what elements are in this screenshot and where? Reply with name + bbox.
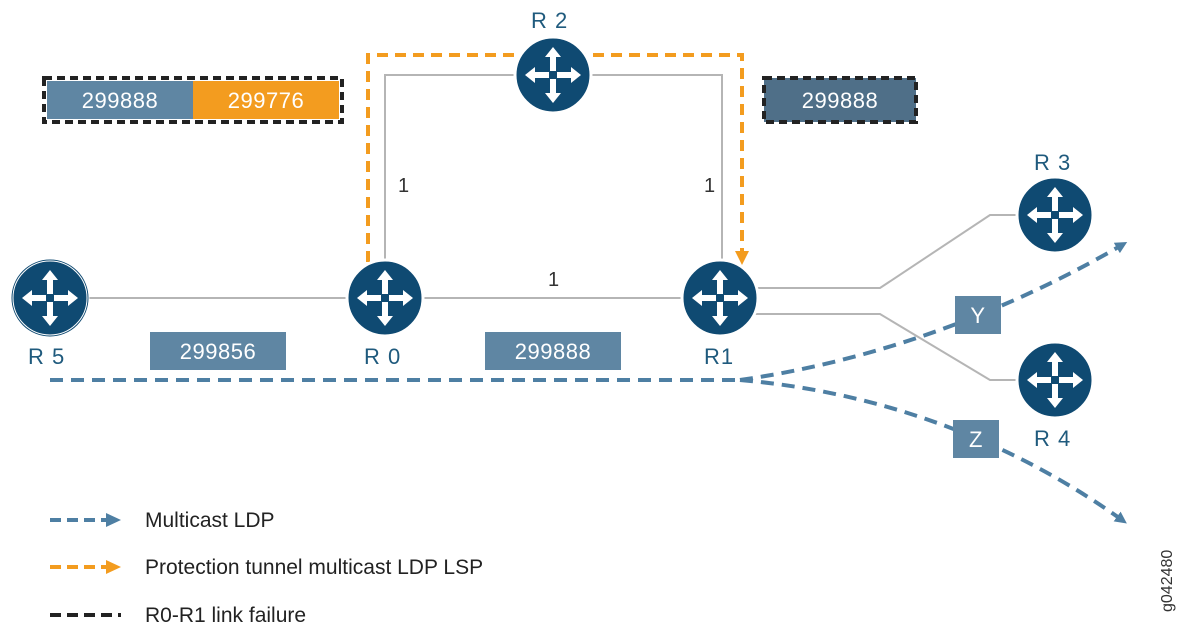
legend-label-link-failure: R0-R1 link failure — [145, 604, 306, 627]
router-label-r3: R 3 — [1034, 150, 1071, 175]
legend: Multicast LDP Protection tunnel multicas… — [50, 509, 483, 627]
router-r4 — [1015, 340, 1095, 420]
label-r2-r1: 299888 — [762, 76, 918, 124]
router-r5 — [10, 258, 90, 338]
router-label-r5: R 5 — [28, 344, 65, 369]
label-r0-r1-text: 299888 — [515, 339, 591, 364]
label-box-stack-outer — [47, 81, 193, 119]
branch-label-z: Z — [953, 420, 999, 458]
label-r0-r1: 299888 — [485, 332, 621, 370]
label-stack-inner-text: 299776 — [228, 88, 304, 113]
legend-item-multicast-ldp: Multicast LDP — [50, 509, 275, 532]
label-r5-r0-text: 299856 — [180, 339, 256, 364]
legend-label-protection-tunnel: Protection tunnel multicast LDP LSP — [145, 556, 483, 579]
link-r1-r3 — [720, 214, 1055, 289]
branch-label-z-text: Z — [969, 427, 983, 452]
cost-r0-r2: 1 — [398, 175, 409, 197]
router-r2 — [513, 35, 593, 115]
label-box-stack-inner — [193, 81, 339, 119]
legend-label-multicast-ldp: Multicast LDP — [145, 509, 275, 532]
legend-item-protection-tunnel: Protection tunnel multicast LDP LSP — [50, 556, 483, 579]
label-r2-r1-text: 299888 — [802, 88, 878, 113]
router-r0 — [345, 258, 425, 338]
dashed-arrow-orange-icon — [50, 560, 121, 574]
figure-id: g042480 — [1159, 550, 1176, 612]
label-stack: 299888 299776 — [42, 76, 344, 124]
branch-label-y: Y — [955, 296, 1001, 334]
router-label-r4: R 4 — [1034, 426, 1071, 451]
legend-item-link-failure: R0-R1 link failure — [50, 604, 306, 627]
router-r3 — [1015, 175, 1095, 255]
label-stack-outer-text: 299888 — [82, 88, 158, 113]
multicast-ldp-paths — [50, 241, 1128, 524]
branch-label-y-text: Y — [970, 303, 985, 328]
router-label-r2: R 2 — [531, 8, 568, 33]
router-r1 — [680, 258, 760, 338]
label-r5-r0: 299856 — [150, 332, 286, 370]
cost-r0-r1: 1 — [548, 269, 559, 291]
router-label-r1: R1 — [704, 344, 734, 369]
cost-r2-r1: 1 — [704, 175, 715, 197]
router-label-r0: R 0 — [364, 344, 401, 369]
dashed-arrow-blue-icon — [50, 513, 121, 527]
